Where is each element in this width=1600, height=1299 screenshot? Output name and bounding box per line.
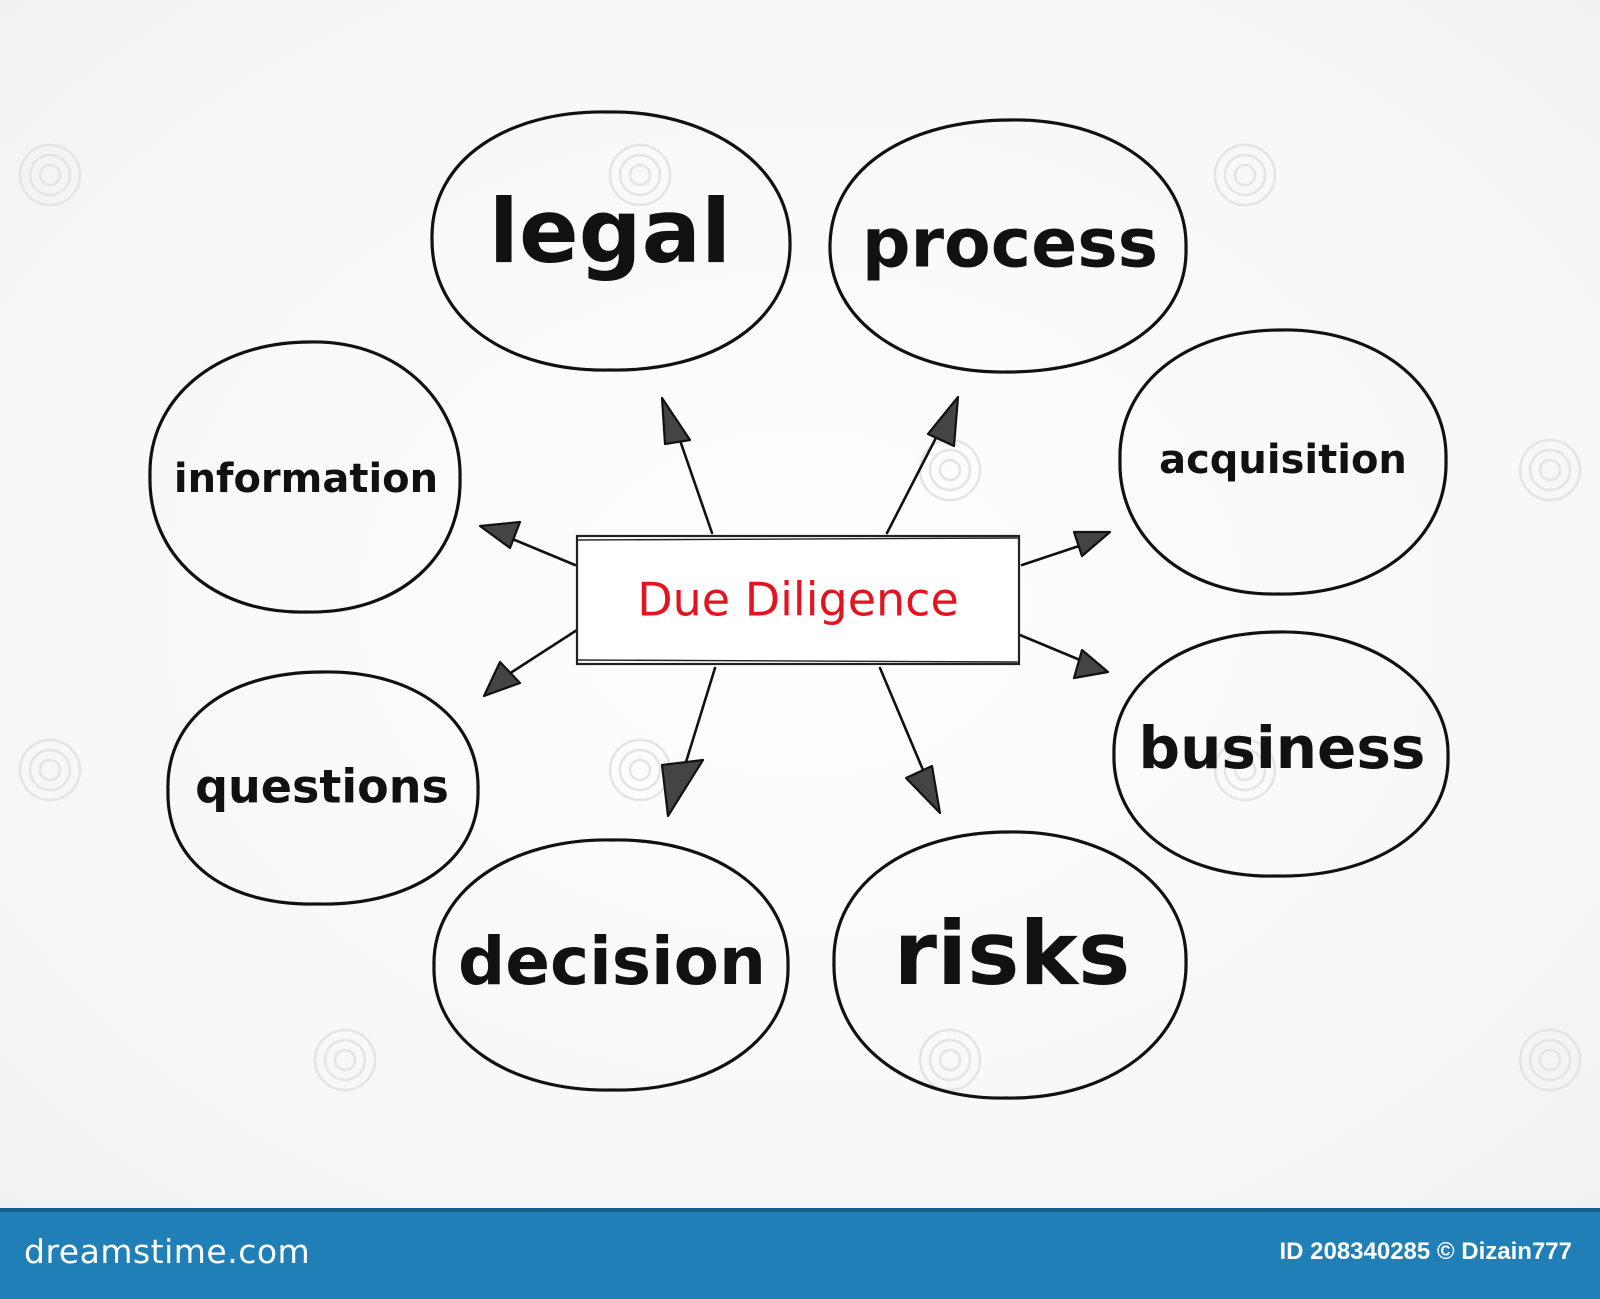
- node-risks-outline: [832, 830, 1188, 1100]
- node-questions-label: questions: [195, 760, 449, 814]
- center-topic-box: [575, 534, 1021, 666]
- center-topic: Due Diligence: [575, 534, 1021, 666]
- arrow-to-acquisition: [1020, 530, 1112, 567]
- node-decision-outline: [432, 838, 790, 1092]
- node-questions: questions: [166, 670, 480, 906]
- node-information-label: information: [174, 456, 438, 502]
- arrow-to-risks: [878, 666, 942, 815]
- footer-bar: dreamstime.com ID 208340285 © Dizain777: [0, 1208, 1600, 1299]
- node-business: business: [1112, 630, 1450, 878]
- node-acquisition-label: acquisition: [1159, 437, 1407, 483]
- node-process-outline: [828, 118, 1188, 374]
- arrow-to-information: [478, 520, 577, 567]
- site-logo: dreamstime.com: [24, 1232, 311, 1271]
- node-business-label: business: [1139, 714, 1426, 782]
- arrow-to-business: [1018, 633, 1110, 680]
- image-credit: ID 208340285 © Dizain777: [1279, 1238, 1572, 1265]
- diagram-canvas: legal process acquisition business risks…: [0, 0, 1600, 1208]
- node-legal: legal: [430, 110, 792, 372]
- node-risks-label: risks: [894, 902, 1131, 1005]
- node-information: information: [148, 340, 462, 614]
- center-topic-label: Due Diligence: [637, 573, 959, 627]
- arrow-to-process: [885, 395, 960, 535]
- node-decision: decision: [432, 838, 790, 1092]
- node-acquisition-outline: [1118, 328, 1448, 596]
- node-questions-outline: [166, 670, 480, 906]
- arrow-to-decision: [660, 666, 717, 818]
- node-legal-label: legal: [489, 180, 731, 283]
- node-information-outline: [148, 340, 462, 614]
- mind-map: legal process acquisition business risks…: [18, 110, 1582, 1100]
- node-risks: risks: [832, 830, 1188, 1100]
- footer-divider: [0, 1208, 1600, 1212]
- node-legal-outline: [430, 110, 792, 372]
- node-business-outline: [1112, 630, 1450, 878]
- arrow-to-legal: [660, 396, 714, 535]
- node-acquisition: acquisition: [1118, 328, 1448, 596]
- connector-arrows: [478, 395, 1112, 818]
- arrow-to-questions: [482, 628, 579, 698]
- node-decision-label: decision: [458, 923, 766, 1000]
- node-process: process: [828, 118, 1188, 374]
- node-process-label: process: [862, 205, 1158, 284]
